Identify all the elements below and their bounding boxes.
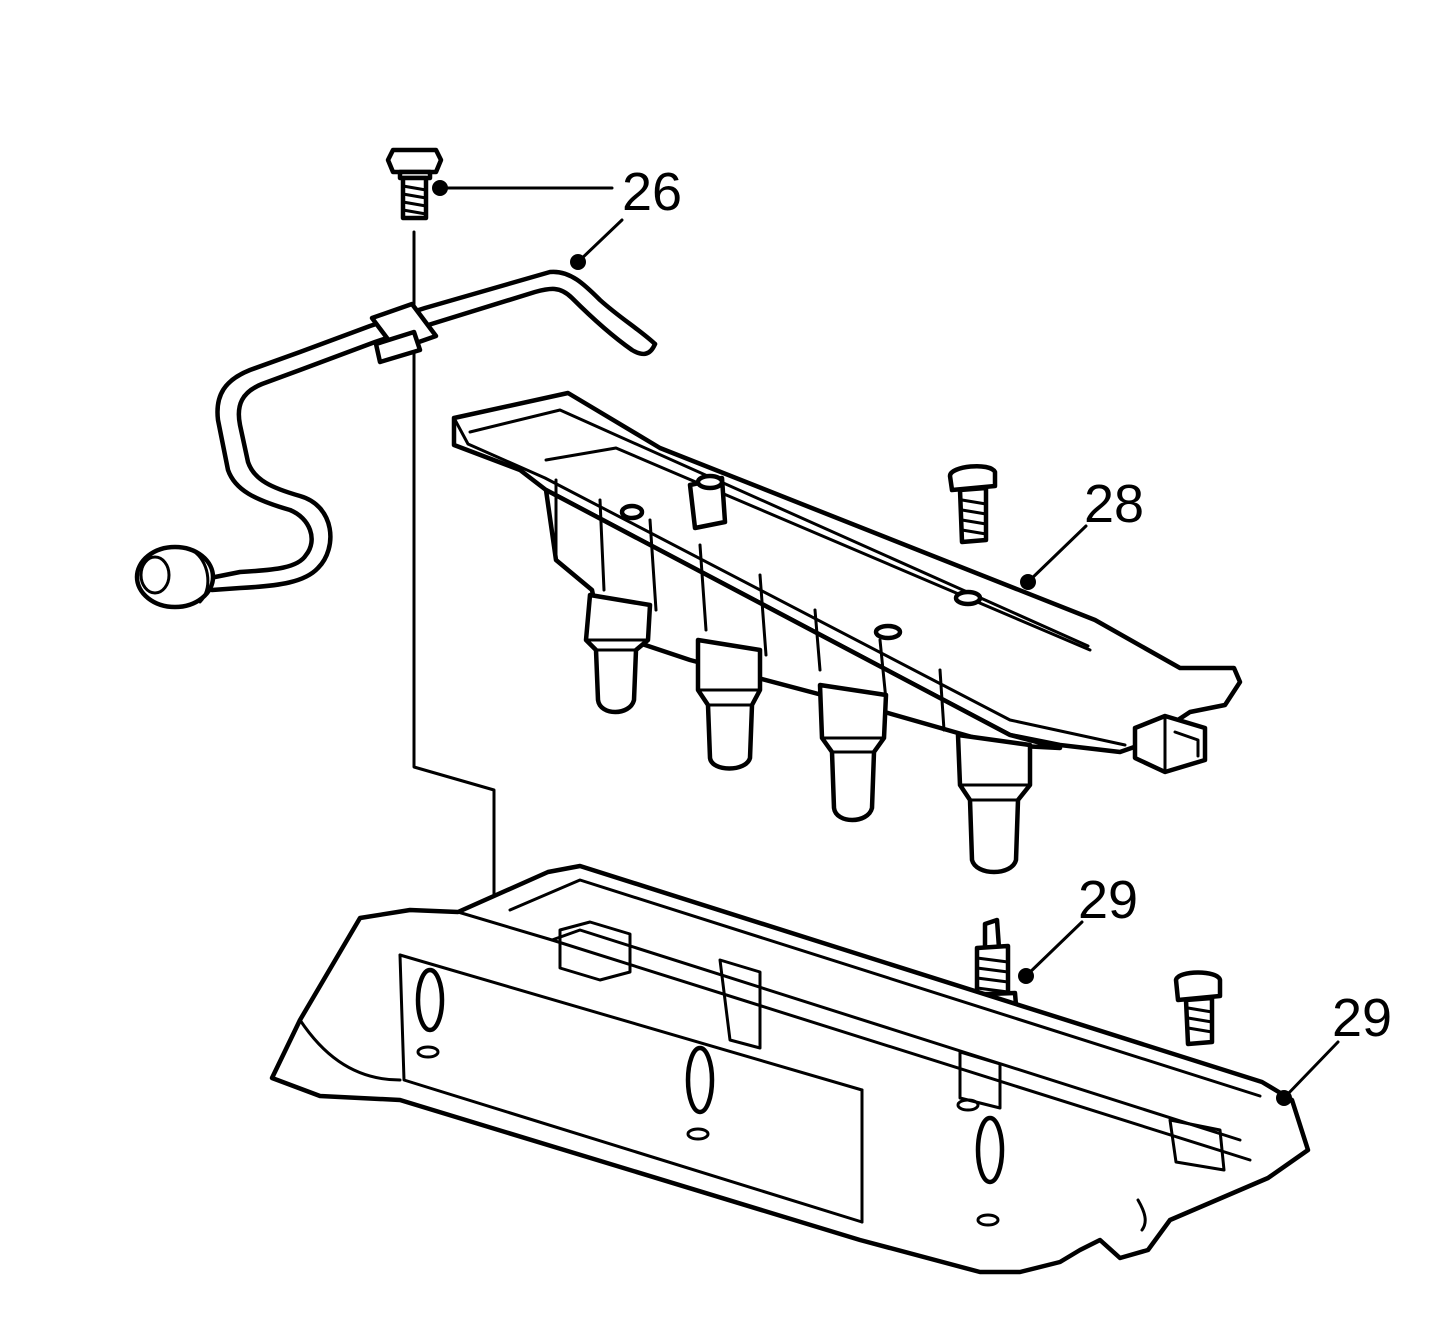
cover-bolt: [1173, 970, 1223, 1047]
coil-boot-2: [695, 637, 763, 771]
callout-29-plug: 29: [1018, 870, 1138, 984]
coil-boot-3: [817, 682, 889, 823]
vacuum-hose: [134, 269, 658, 610]
coil-boot-1: [583, 592, 653, 715]
callout-29-cover: 29: [1276, 988, 1392, 1106]
coil-boot-4: [955, 732, 1033, 875]
alignment-line: [412, 230, 496, 917]
ignition-coil-assembly: [451, 390, 1243, 875]
coil-mounting-bolt: [947, 463, 998, 545]
callout-28-label: 28: [1084, 474, 1144, 534]
callout-29-plug-label: 29: [1078, 870, 1138, 930]
callout-26: 26: [432, 162, 682, 270]
spark-plug-cover: [269, 863, 1311, 1275]
callout-26-label: 26: [622, 162, 682, 222]
callout-28: 28: [1020, 474, 1144, 590]
hose-bracket-bolt: [385, 147, 444, 221]
callout-29-cover-label: 29: [1332, 988, 1392, 1048]
